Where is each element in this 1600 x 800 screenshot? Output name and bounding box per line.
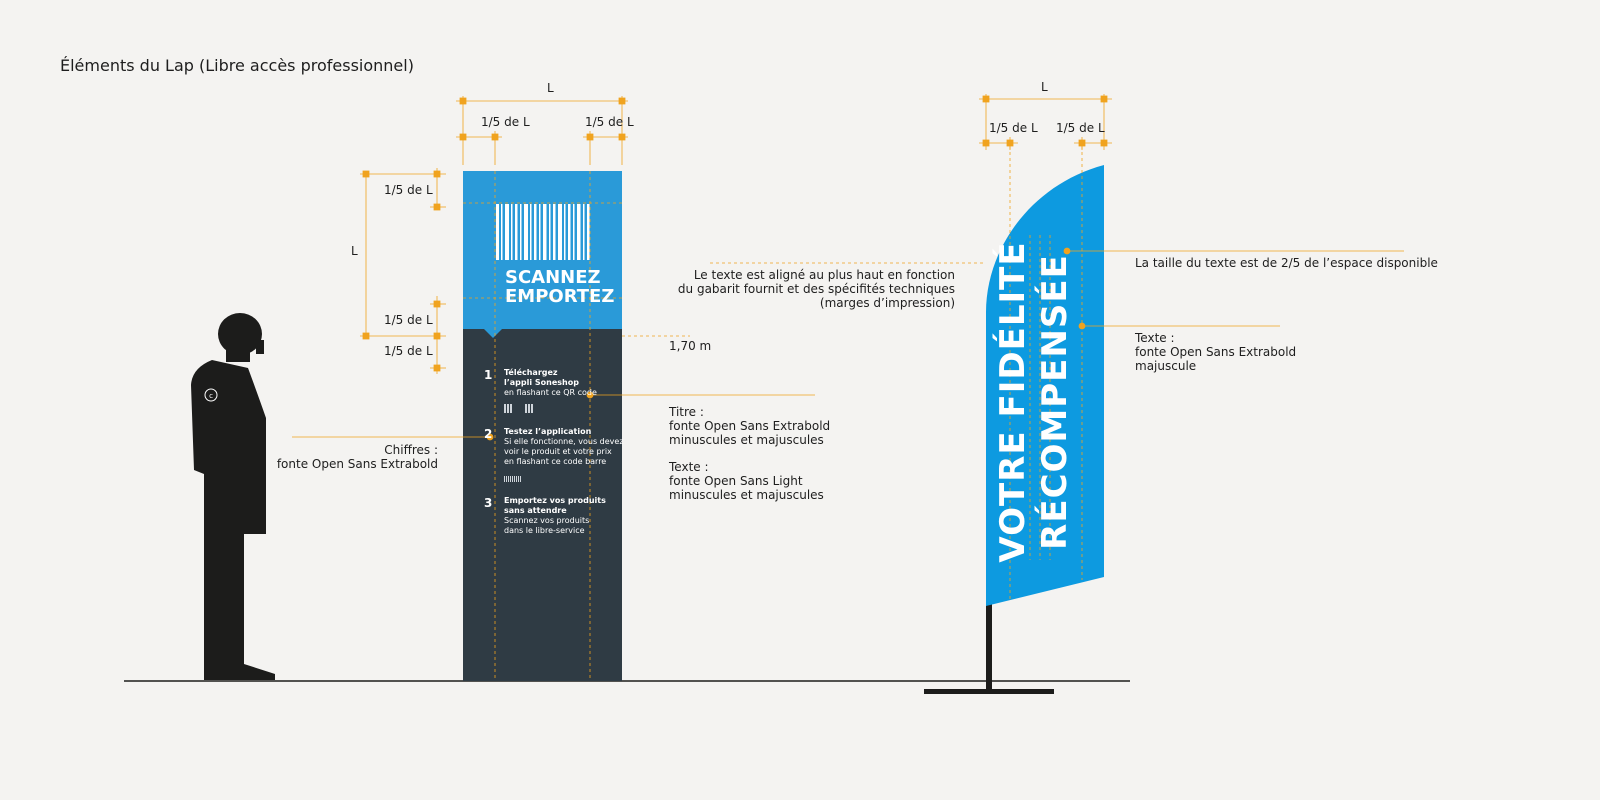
totem-dim-left-L: L xyxy=(351,244,358,258)
flag-dimensions xyxy=(979,94,1404,330)
page-title: Éléments du Lap (Libre accès professionn… xyxy=(60,56,414,75)
totem-cta-text: SCANNEZ EMPORTEZ xyxy=(505,267,615,307)
annotation-texte-totem: Texte : fonte Open Sans Light minuscules… xyxy=(669,460,824,502)
totem-height-label: 1,70 m xyxy=(669,339,712,353)
annotation-alignment: Le texte est aligné au plus haut en fonc… xyxy=(677,268,955,310)
step-1: 1 Téléchargez l’appli Soneshop en flasha… xyxy=(484,368,634,417)
step-title: Emportez vos produits sans attendre xyxy=(504,496,606,515)
person-silhouette-icon xyxy=(191,313,275,680)
annotation-chiffres: Chiffres : fonte Open Sans Extrabold xyxy=(276,443,438,471)
annotation-text-size: La taille du texte est de 2/5 de l’espac… xyxy=(1135,256,1438,270)
flag-pole xyxy=(986,600,992,690)
totem-notch xyxy=(484,329,502,338)
flag-dim-fifth-right: 1/5 de L xyxy=(1056,121,1105,135)
copyright-glyph: c xyxy=(209,392,213,400)
annotation-titre: Titre : fonte Open Sans Extrabold minusc… xyxy=(669,405,831,447)
totem-dim-left-top: 1/5 de L xyxy=(384,183,433,197)
totem-dim-width: L xyxy=(547,81,554,95)
totem-steps: 1 Téléchargez l’appli Soneshop en flasha… xyxy=(484,368,634,546)
barcode-small-icon xyxy=(504,476,522,482)
step-number: 1 xyxy=(484,368,493,382)
step-text: Si elle fonctionne, vous devez voir le p… xyxy=(504,437,624,466)
totem-leaders xyxy=(292,391,815,441)
totem-dark-panel xyxy=(463,329,622,681)
totem xyxy=(463,171,690,681)
totem-dim-left-mid: 1/5 de L xyxy=(384,313,433,327)
step-title: Téléchargez l’appli Soneshop xyxy=(504,368,579,387)
barcode-icon xyxy=(496,204,590,260)
step-number: 2 xyxy=(484,427,493,441)
copyright-icon xyxy=(204,388,218,402)
flag-dim-width: L xyxy=(1041,80,1048,94)
qr-code-icon xyxy=(525,404,534,413)
qr-code-icon xyxy=(504,404,513,413)
flag-text: VOTRE FIDÉLITÉ RÉCOMPENSÉE xyxy=(993,241,1075,563)
totem-dim-fifth-right: 1/5 de L xyxy=(585,115,634,129)
flag xyxy=(710,140,1104,694)
annotation-texte-flag: Texte : fonte Open Sans Extrabold majusc… xyxy=(1135,331,1297,373)
step-number: 3 xyxy=(484,496,493,510)
flag-sail xyxy=(986,165,1104,606)
step-2: 2 Testez l’application Si elle fonctionn… xyxy=(484,427,634,486)
totem-dimensions xyxy=(360,96,628,374)
totem-dim-fifth-left: 1/5 de L xyxy=(481,115,530,129)
flag-base xyxy=(924,689,1054,694)
flag-dim-fifth-left: 1/5 de L xyxy=(989,121,1038,135)
step-text: Scannez vos produits dans le libre-servi… xyxy=(504,516,590,535)
step-title: Testez l’application xyxy=(504,427,592,436)
step-3: 3 Emportez vos produits sans attendre Sc… xyxy=(484,496,634,536)
totem-blue-panel xyxy=(463,171,622,329)
step-text: en flashant ce QR code xyxy=(504,388,597,397)
totem-dim-left-bottom: 1/5 de L xyxy=(384,344,433,358)
